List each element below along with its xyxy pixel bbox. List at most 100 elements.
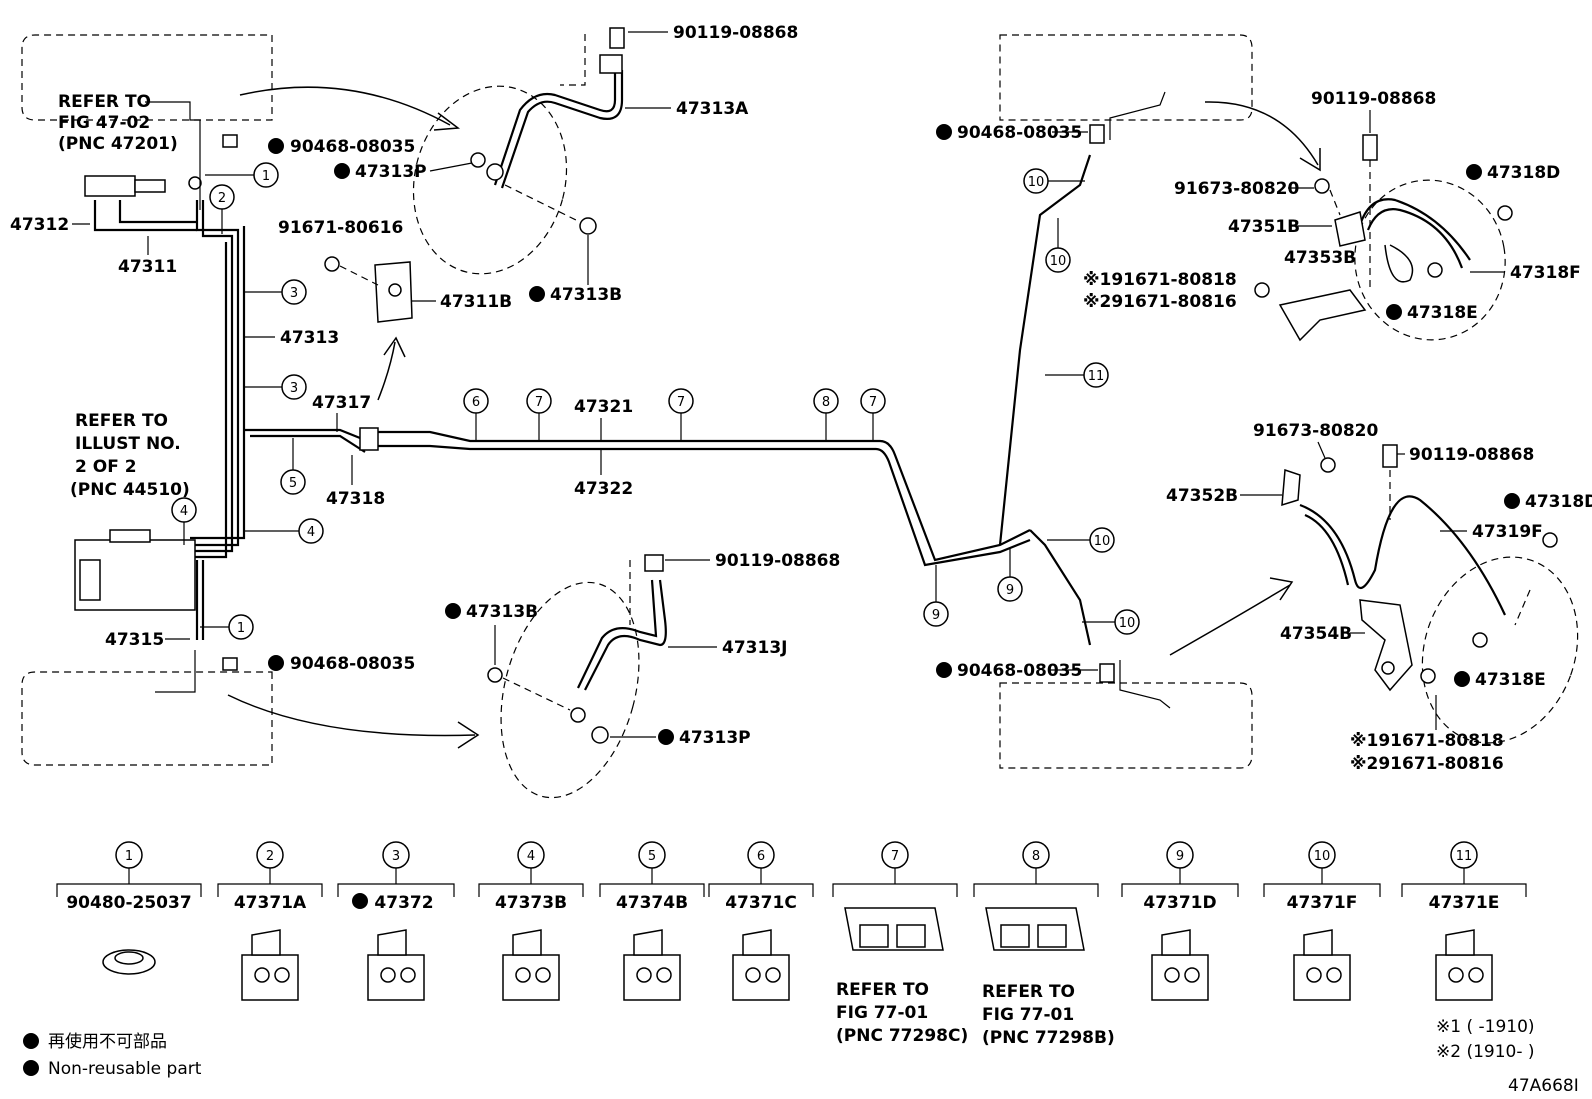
svg-text:10: 10 [1119,616,1136,631]
clamp-drawing [102,949,156,975]
label-47318D: 47318D [1487,163,1560,183]
clamp-part-number: 47371D [1143,893,1216,913]
label-47317: 47317 [312,393,371,413]
front-hose-upper [412,27,625,275]
label-47313A: 47313A [676,99,749,119]
clamp-part-number: 47373B [495,893,567,913]
svg-text:8: 8 [822,395,830,410]
nonreusable-mark [445,603,461,619]
rear-hose-lower [1281,444,1579,744]
clamp-part-number: 47371F [1287,893,1358,913]
clamp-item-6: 6 47371C [708,841,814,1001]
label-91671-80816: ※291671-80816 [1350,754,1504,774]
clamp-part-number: 47371A [234,893,307,913]
label-90119-08868: 90119-08868 [1311,89,1436,109]
legend-dot [23,1033,39,1049]
clamp-drawing [1151,929,1209,1001]
fittings [222,91,1171,709]
clamp-drawing [1435,929,1493,1001]
clamp-callout-number: 8 [1032,849,1040,864]
refer2-line-2: ILLUST NO. [75,434,181,454]
svg-text:3: 3 [290,381,298,396]
svg-text:10: 10 [1050,254,1067,269]
nonreusable-mark [936,662,952,678]
label-47315: 47315 [105,630,164,650]
clamp-part-number: 90480-25037 [66,893,191,913]
callout-3 [281,279,307,305]
callout-10a [1023,168,1049,194]
refer2-line-1: REFER TO [75,411,168,431]
callout-7 [526,388,552,414]
abs-actuator [74,101,202,693]
nonreusable-mark [936,124,952,140]
refer-notes-bottom: REFER TO FIG 77-01 (PNC 77298C) REFER TO… [836,980,1115,1048]
callout-1 [253,162,279,188]
svg-text:9: 9 [1006,583,1014,598]
diagram-callouts: 1 2 3 3 4 4 1 5 6 7 7 8 [171,162,1140,640]
svg-text:1: 1 [237,621,245,636]
clamp-drawing [732,929,790,1001]
label-91673-80820: 91673-80820 [1174,179,1300,199]
clamp-callout-number: 11 [1456,849,1473,864]
note-1: ※1 ( -1910) [1436,1017,1535,1037]
label-91673-80820: 91673-80820 [1253,421,1379,441]
callout-6 [463,388,489,414]
clamp-item-2: 2 47371A [217,841,323,1001]
clamp-part-number: 47371C [725,893,797,913]
nonreusable-mark [352,893,368,909]
arrows [227,86,1321,749]
callout-10d [1114,609,1140,635]
svg-text:9: 9 [932,608,940,623]
callout-9b [997,576,1023,602]
callout-4 [298,518,324,544]
legend-jp: 再使用不可部品 [48,1031,167,1052]
label-47313B: 47313B [466,602,538,622]
clamp-callout-number: 6 [757,849,765,864]
nonreusable-mark [334,163,350,179]
nonreusable-mark [1504,493,1520,509]
nonreusable-mark [1466,164,1482,180]
callout-1b [228,614,254,640]
rear-hose-upper [1254,134,1513,342]
clamp-part-number: 47371E [1429,893,1500,913]
clamp-item-4: 4 47373B [478,841,584,1001]
label-47312: 47312 [10,215,69,235]
clamp-drawing [241,929,299,1001]
svg-text:2: 2 [218,191,226,206]
part-labels: 90119-08868 47313A REFER TO FIG 47-02 (P… [10,23,1592,774]
label-90468-08035: 90468-08035 [290,137,415,157]
clamp-legend-row: 190480-25037247371A347372447373B547374B6… [56,841,1527,1001]
refer-line-3: (PNC 47201) [58,134,178,154]
refer7-line-1: REFER TO [836,980,929,1000]
clamp-callout-number: 7 [891,849,899,864]
refer2-line-4: (PNC 44510) [70,480,190,500]
label-47313B: 47313B [550,285,622,305]
left-tube-bundle [93,200,366,640]
callout-8 [813,388,839,414]
clamp-callout-number: 4 [527,849,535,864]
nonreusable-mark [1386,304,1402,320]
callout-3b [281,374,307,400]
clamp-part-number: 47372 [374,893,433,913]
label-47321: 47321 [574,397,633,417]
callout-9 [923,601,949,627]
clamp-callout-number: 1 [125,849,133,864]
legend-dot [23,1060,39,1076]
label-91671-80818: ※191671-80818 [1083,270,1237,290]
clamp-drawing [1293,929,1351,1001]
label-91671-80818: ※191671-80818 [1350,731,1504,751]
label-90468-08035: 90468-08035 [957,661,1082,681]
clamp-callout-number: 2 [266,849,274,864]
callout-7b [668,388,694,414]
figure-code: 47A668I [1508,1076,1579,1096]
callout-10b [1045,247,1071,273]
refer8-line-2: FIG 77-01 [982,1005,1074,1025]
label-47311: 47311 [118,257,177,277]
label-47313P: 47313P [679,728,751,748]
clamp-drawing [367,929,425,1001]
